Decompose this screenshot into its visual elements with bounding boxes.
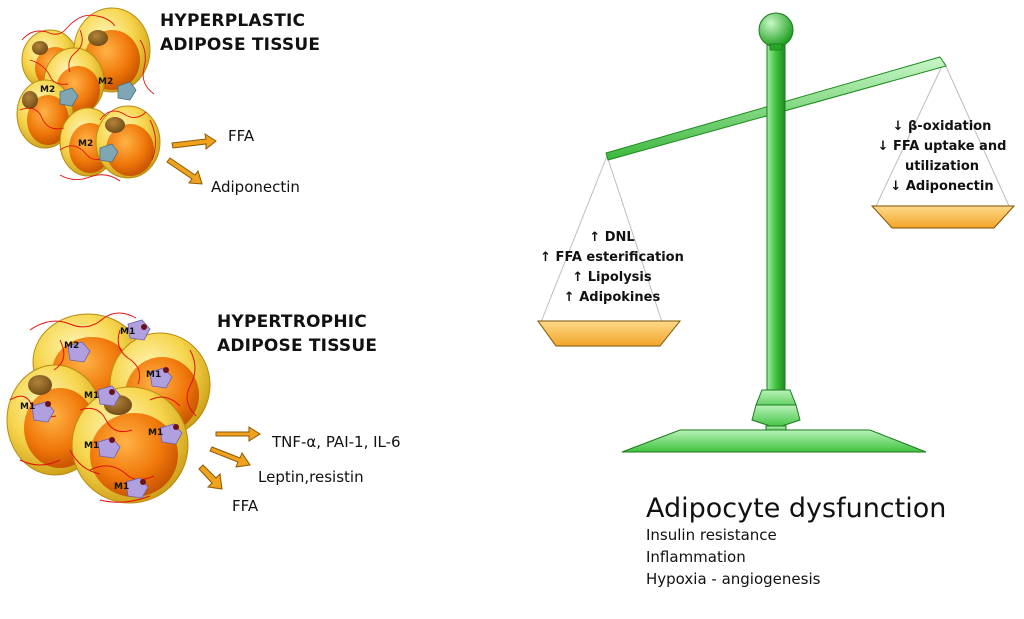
effect-item: ↓ Adiponectin — [890, 179, 994, 194]
effect-item: utilization — [904, 159, 980, 174]
hypertrophic-title: HYPERTROPHIC ADIPOSE TISSUE — [217, 310, 377, 358]
cell-label: M2 — [98, 77, 113, 87]
scale-pole — [766, 41, 786, 391]
hyperplastic-title-line1: HYPERPLASTIC — [160, 11, 306, 31]
scale-ornament — [751, 389, 801, 433]
cell-label: M2 — [40, 85, 55, 95]
pan-strings — [540, 61, 1010, 323]
macrophage-cells — [59, 81, 137, 163]
adipocyte — [71, 386, 189, 504]
effect-item: ↑ FFA esterification — [540, 250, 684, 265]
scale-base — [621, 429, 927, 453]
cell-label: M1 — [84, 441, 99, 451]
blood-vessels — [19, 14, 156, 182]
output-ffa: FFA — [228, 127, 255, 145]
hypertrophic-title-line2: ADIPOSE TISSUE — [217, 336, 378, 356]
blood-vessels — [9, 312, 197, 503]
dysfunction-block: Adipocyte dysfunction Insulin resistance… — [646, 493, 946, 590]
cell-label: M1 — [84, 391, 99, 401]
cell-label: M1 — [20, 402, 35, 412]
dysfunction-item: Inflammation — [646, 548, 746, 566]
dysfunction-item: Insulin resistance — [646, 526, 777, 544]
output-adiponectin: Adiponectin — [211, 178, 300, 196]
hypertrophic-arrows — [198, 426, 261, 490]
left-pan-effects: ↑ DNL ↑ FFA esterification ↑ Lipolysis ↑… — [512, 228, 712, 308]
effect-item: ↑ DNL — [589, 230, 635, 245]
hypertrophic-title-line1: HYPERTROPHIC — [217, 312, 367, 332]
arrow-right-icon — [198, 464, 223, 490]
hyperplastic-cell-cluster — [16, 7, 161, 182]
hyperplastic-title: HYPERPLASTIC ADIPOSE TISSUE — [160, 9, 320, 57]
output-ffa: FFA — [232, 497, 259, 515]
arrow-right-icon — [209, 446, 251, 468]
hypertrophic-cell-cluster — [6, 312, 211, 504]
left-pan — [537, 320, 682, 347]
macrophage-dots — [45, 324, 179, 485]
cell-label: M2 — [78, 139, 93, 149]
arrow-right-icon — [166, 157, 203, 185]
cell-label: M1 — [148, 428, 163, 438]
scale-knob — [758, 12, 794, 48]
output-leptin-resistin: Leptin,resistin — [258, 468, 364, 486]
effect-item: ↓ β-oxidation — [892, 119, 992, 134]
cell-label: M1 — [114, 482, 129, 492]
adipocyte — [95, 105, 161, 179]
cell-label: M1 — [120, 327, 135, 337]
arrow-right-icon — [215, 426, 261, 442]
arrow-right-icon — [171, 132, 217, 151]
effect-item: ↑ Adipokines — [563, 290, 661, 305]
dysfunction-title: Adipocyte dysfunction — [646, 493, 947, 524]
effect-item: ↑ Lipolysis — [572, 270, 652, 285]
balance-scale — [537, 12, 1016, 453]
hypertrophic-cell-labels: M2 M1 M1 M1 M1 M1 M1 M1 — [20, 327, 163, 492]
adipocyte — [73, 7, 151, 93]
right-pan — [870, 205, 1016, 229]
hyperplastic-cell-labels: M2 M2 M2 — [40, 77, 113, 149]
cell-label: M1 — [146, 370, 161, 380]
adipocyte — [16, 79, 74, 149]
effect-item: ↓ FFA uptake and — [877, 139, 1007, 154]
cell-label: M2 — [64, 341, 79, 351]
output-cytokines: TNF-α, PAI-1, IL-6 — [272, 433, 401, 451]
right-pan-effects: ↓ β-oxidation ↓ FFA uptake and utilizati… — [860, 117, 1024, 197]
hyperplastic-title-line2: ADIPOSE TISSUE — [160, 35, 321, 55]
dysfunction-item: Hypoxia - angiogenesis — [646, 570, 821, 588]
hyperplastic-arrows — [166, 132, 217, 185]
